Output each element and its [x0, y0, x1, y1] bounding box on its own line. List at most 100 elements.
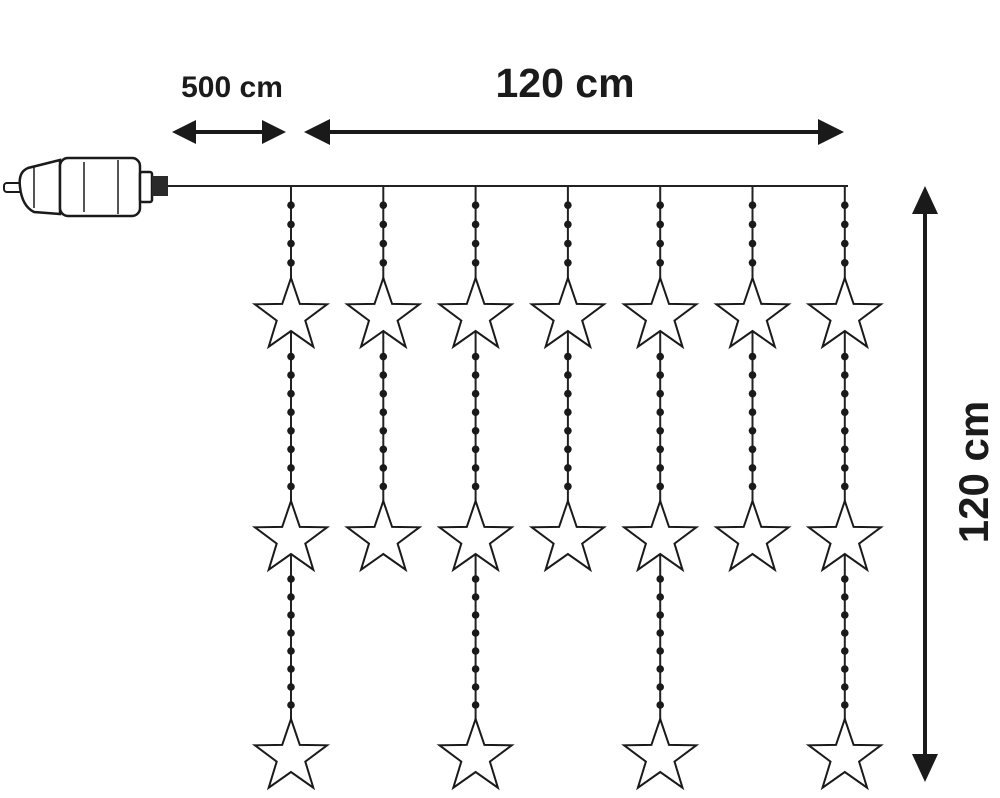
led-bead [656, 427, 664, 435]
led-bead [656, 220, 664, 229]
led-bead [656, 445, 664, 454]
led-bead [287, 629, 295, 637]
led-bead [656, 389, 664, 398]
star-icon [251, 497, 331, 573]
led-bead [471, 220, 480, 229]
led-bead [656, 482, 664, 491]
led-bead [471, 611, 480, 619]
led-bead [287, 239, 295, 248]
led-bead [656, 611, 664, 619]
led-bead [656, 593, 664, 601]
led-bead [564, 239, 572, 248]
led-bead [287, 575, 295, 583]
star-icon [805, 715, 884, 791]
curtain-height-dimension: 120 cm [912, 186, 997, 782]
star-icon [805, 497, 884, 573]
led-bead [471, 445, 480, 454]
led-bead [287, 201, 295, 209]
led-bead [564, 408, 572, 417]
led-bead [287, 647, 295, 655]
led-bead [379, 220, 388, 229]
led-bead [841, 445, 849, 454]
led-bead [748, 352, 757, 361]
led-bead [656, 352, 664, 361]
led-bead [287, 593, 295, 601]
led-bead [656, 371, 664, 379]
led-bead [287, 445, 295, 454]
led-bead [841, 408, 849, 417]
led-bead [564, 352, 572, 361]
led-bead [471, 683, 480, 691]
led-bead [379, 352, 388, 361]
led-bead [379, 239, 388, 248]
star-icon [528, 497, 607, 573]
led-bead [379, 259, 388, 267]
led-bead [656, 665, 664, 673]
led-bead [564, 427, 572, 435]
led-bead [656, 629, 664, 637]
led-bead [564, 482, 572, 491]
led-bead [471, 408, 480, 417]
led-bead [564, 371, 572, 379]
led-bead [841, 389, 849, 398]
curtain-width-dimension: 120 cm [304, 60, 844, 145]
star-icon [621, 715, 700, 791]
power-plug-icon [3, 156, 168, 218]
led-bead [656, 575, 664, 583]
led-bead [841, 427, 849, 435]
cable-length-label: 500 cm [181, 71, 283, 104]
led-bead [841, 239, 849, 248]
led-bead [841, 259, 849, 267]
led-bead [656, 647, 664, 655]
star-icon [805, 274, 884, 350]
star-icon [344, 274, 423, 350]
led-bead [287, 464, 295, 472]
led-bead [379, 201, 388, 209]
led-bead [748, 389, 757, 398]
led-bead [564, 201, 572, 209]
led-bead [287, 371, 295, 379]
led-bead [656, 259, 664, 267]
led-bead [748, 427, 757, 435]
led-bead [471, 575, 480, 583]
led-bead [564, 464, 572, 472]
led-bead [748, 201, 757, 209]
led-bead [841, 352, 849, 361]
led-bead [287, 482, 295, 491]
star-icon [713, 497, 792, 573]
led-bead [471, 427, 480, 435]
led-bead [471, 647, 480, 655]
led-bead [656, 239, 664, 248]
star-icon [528, 274, 607, 350]
led-bead [379, 389, 388, 398]
led-bead [841, 464, 849, 472]
led-bead [841, 220, 849, 229]
led-bead [471, 629, 480, 637]
led-bead [841, 593, 849, 601]
led-bead [748, 445, 757, 454]
led-bead [471, 701, 480, 709]
led-bead [287, 427, 295, 435]
led-bead [841, 371, 849, 379]
led-bead [841, 701, 849, 709]
led-bead [841, 629, 849, 637]
led-bead [471, 389, 480, 398]
led-bead [656, 408, 664, 417]
led-bead [748, 408, 757, 417]
star-icon [621, 274, 700, 350]
led-bead [748, 482, 757, 491]
star-icon [436, 497, 515, 573]
led-bead [379, 427, 388, 435]
led-bead [841, 647, 849, 655]
led-bead [841, 201, 849, 209]
led-bead [287, 352, 295, 361]
led-bead [471, 665, 480, 673]
led-bead [471, 352, 480, 361]
led-bead [379, 371, 388, 379]
led-bead [287, 408, 295, 417]
led-bead [287, 259, 295, 267]
led-bead [287, 665, 295, 673]
star-icon [436, 274, 515, 350]
led-bead [471, 201, 480, 209]
